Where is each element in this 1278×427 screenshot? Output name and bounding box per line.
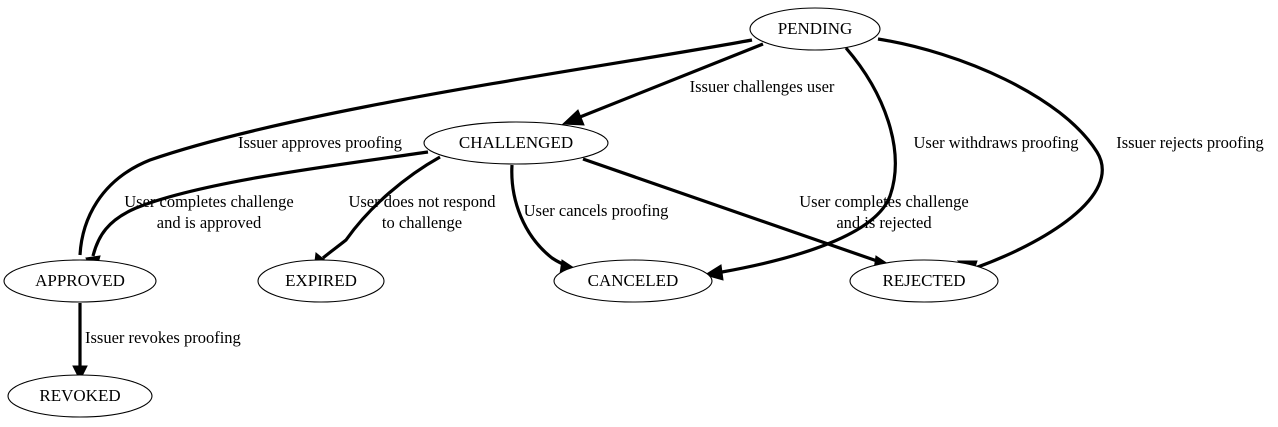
edge-path-pending-to-canceled bbox=[721, 46, 897, 274]
node-rejected[interactable]: REJECTED bbox=[849, 259, 999, 303]
node-ellipse-expired bbox=[257, 259, 385, 303]
edge-label-challenged-to-expired-line1: User does not respond bbox=[348, 192, 496, 211]
edge-label-pending-to-approved: Issuer approves proofing bbox=[238, 133, 402, 152]
node-label-approved: APPROVED bbox=[35, 271, 125, 290]
edge-pending-to-rejected: Issuer rejects proofing bbox=[877, 37, 1264, 277]
node-label-pending: PENDING bbox=[778, 19, 853, 38]
node-ellipse-rejected bbox=[849, 259, 999, 303]
node-label-challenged: CHALLENGED bbox=[459, 133, 573, 152]
edge-approved-to-revoked: Issuer revokes proofing bbox=[72, 303, 241, 382]
edge-label-challenged-to-approved-line2: and is approved bbox=[157, 213, 262, 232]
node-canceled[interactable]: CANCELED bbox=[553, 259, 713, 303]
edge-label-challenged-to-rejected-line1: User completes challenge bbox=[799, 192, 969, 211]
edge-path-pending-to-approved bbox=[78, 38, 753, 256]
edge-label-pending-to-challenged: Issuer challenges user bbox=[690, 77, 835, 96]
edge-pending-to-approved: Issuer approves proofing bbox=[72, 38, 753, 278]
edge-pending-to-challenged: Issuer challenges user bbox=[561, 42, 835, 126]
edge-label-challenged-to-canceled: User cancels proofing bbox=[524, 201, 669, 220]
edge-challenged-to-canceled: User cancels proofing bbox=[510, 164, 669, 275]
edge-challenged-to-rejected: User completes challenge and is rejected bbox=[582, 157, 969, 271]
edge-challenged-to-expired: User does not respond to challenge bbox=[313, 155, 496, 271]
node-ellipse-pending bbox=[749, 7, 881, 51]
edge-label-approved-to-revoked: Issuer revokes proofing bbox=[85, 328, 241, 347]
node-ellipse-canceled bbox=[553, 259, 713, 303]
edge-path-challenged-to-expired bbox=[321, 155, 441, 260]
arrow-head-pending-to-challenged bbox=[561, 109, 585, 126]
edge-challenged-to-approved: User completes challenge and is approved bbox=[85, 150, 429, 276]
edge-path-challenged-to-approved bbox=[91, 150, 429, 257]
edge-label-challenged-to-rejected-line2: and is rejected bbox=[836, 213, 932, 232]
node-ellipse-approved bbox=[3, 259, 157, 303]
node-revoked[interactable]: REVOKED bbox=[7, 374, 153, 418]
node-expired[interactable]: EXPIRED bbox=[257, 259, 385, 303]
node-ellipse-revoked bbox=[7, 374, 153, 418]
edge-path-challenged-to-rejected bbox=[582, 157, 881, 264]
edge-path-pending-to-rejected bbox=[877, 37, 1104, 270]
node-label-expired: EXPIRED bbox=[285, 271, 357, 290]
arrow-head-approved-to-revoked bbox=[72, 365, 88, 382]
edge-label-pending-to-canceled: User withdraws proofing bbox=[914, 133, 1079, 152]
node-pending[interactable]: PENDING bbox=[749, 7, 881, 51]
node-challenged[interactable]: CHALLENGED bbox=[423, 121, 609, 165]
node-ellipse-challenged bbox=[423, 121, 609, 165]
node-label-revoked: REVOKED bbox=[39, 386, 120, 405]
edge-label-pending-to-rejected: Issuer rejects proofing bbox=[1116, 133, 1264, 152]
edge-path-pending-to-challenged bbox=[579, 42, 764, 119]
edge-pending-to-canceled: User withdraws proofing bbox=[703, 46, 1079, 281]
edge-label-challenged-to-approved-line1: User completes challenge bbox=[124, 192, 294, 211]
node-label-rejected: REJECTED bbox=[882, 271, 965, 290]
node-approved[interactable]: APPROVED bbox=[3, 259, 157, 303]
node-label-canceled: CANCELED bbox=[588, 271, 679, 290]
edge-label-challenged-to-expired-line2: to challenge bbox=[382, 213, 462, 232]
